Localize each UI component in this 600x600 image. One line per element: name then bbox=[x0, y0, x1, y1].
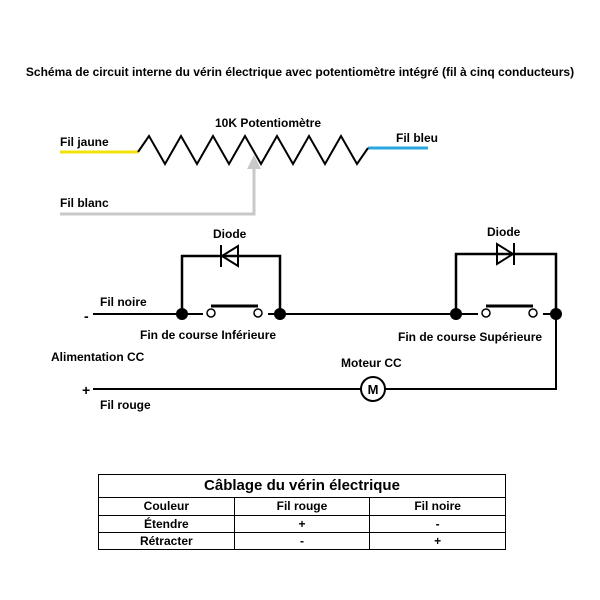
limit-lower-gap bbox=[203, 309, 268, 319]
table-header-cell: Fil rouge bbox=[233, 497, 371, 516]
table-cell: + bbox=[233, 514, 371, 533]
wiper-arrow bbox=[247, 155, 261, 169]
limit-upper-label: Fin de course Supérieure bbox=[398, 330, 542, 344]
limit-lower-label: Fin de course Inférieure bbox=[140, 328, 276, 342]
limit-upper-contact-a bbox=[481, 308, 491, 318]
table-cell: Étendre bbox=[98, 514, 235, 533]
table-header-row: Couleur Fil rouge Fil noire bbox=[98, 497, 506, 516]
diode-left-triangle bbox=[220, 244, 239, 268]
wire-red-label: Fil rouge bbox=[100, 398, 151, 412]
white-wire bbox=[60, 168, 256, 216]
table-row: Rétracter - + bbox=[98, 531, 506, 551]
diode-right-bypass bbox=[454, 252, 558, 314]
table-cell: - bbox=[369, 514, 506, 533]
table-cell: Rétracter bbox=[98, 531, 235, 551]
wire-black-label: Fil noire bbox=[100, 295, 147, 309]
junction-node bbox=[450, 308, 462, 320]
red-wire bbox=[93, 314, 557, 390]
table-row: Étendre + - bbox=[98, 514, 506, 533]
limit-upper-gap bbox=[478, 309, 543, 319]
wire-blue-label: Fil bleu bbox=[396, 131, 438, 145]
motor-letter: M bbox=[368, 382, 379, 397]
table-cell: - bbox=[233, 531, 371, 551]
table-cell: + bbox=[369, 531, 506, 551]
minus-sign: - bbox=[84, 308, 89, 324]
wiring-table: Câblage du vérin électrique Couleur Fil … bbox=[98, 473, 506, 551]
potentiometer-resistor bbox=[137, 133, 369, 167]
diode-left-bypass bbox=[180, 254, 282, 314]
limit-upper-contact-b bbox=[528, 308, 538, 318]
table-header-cell: Couleur bbox=[98, 497, 235, 516]
junction-node bbox=[274, 308, 286, 320]
diode-right-label: Diode bbox=[487, 225, 521, 239]
table-header-cell: Fil noire bbox=[369, 497, 506, 516]
wire-yellow-label: Fil jaune bbox=[60, 135, 109, 149]
diode-right-triangle bbox=[496, 242, 515, 266]
potentiometer-label: 10K Potentiomètre bbox=[215, 116, 321, 130]
junction-node bbox=[176, 308, 188, 320]
motor-symbol bbox=[360, 376, 386, 402]
wire-white-label: Fil blanc bbox=[60, 196, 109, 210]
motor-label: Moteur CC bbox=[341, 356, 402, 370]
plus-sign: + bbox=[82, 382, 90, 398]
limit-lower-contact-a bbox=[206, 308, 216, 318]
table-title: Câblage du vérin électrique bbox=[98, 473, 506, 499]
power-label: Alimentation CC bbox=[51, 350, 145, 364]
limit-lower-contact-b bbox=[253, 308, 263, 318]
diode-left-label: Diode bbox=[213, 227, 247, 241]
diagram-title: Schéma de circuit interne du vérin élect… bbox=[26, 65, 574, 79]
